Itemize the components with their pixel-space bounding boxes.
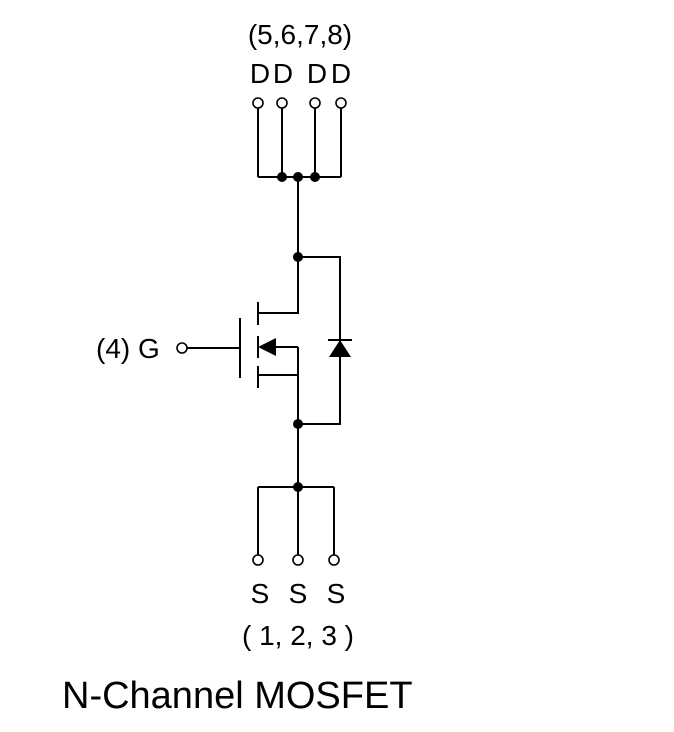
gate-terminal: [176, 342, 188, 354]
source-letter-3: S: [327, 578, 346, 609]
drain-junction-1: [277, 172, 287, 182]
drain-letter-1: D: [250, 58, 270, 89]
source-letters: S S S: [251, 578, 346, 609]
drain-pins-label: (5,6,7,8): [248, 19, 352, 50]
gate-pin-label: (4): [96, 333, 130, 364]
source-leads: [252, 482, 340, 566]
source-pins-label: ( 1, 2, 3 ): [242, 620, 354, 651]
drain-letters: D D D D: [250, 58, 351, 89]
source-terminal-2: [292, 554, 304, 566]
drain-terminal-3: [309, 97, 321, 109]
drain-junction-3: [310, 172, 320, 182]
source-letter-1: S: [251, 578, 270, 609]
source-junction: [293, 482, 303, 492]
mosfet-symbol: [176, 257, 299, 424]
gate-letter: G: [138, 333, 160, 364]
diode-triangle: [329, 340, 351, 357]
drain-letter-4: D: [331, 58, 351, 89]
drain-letter-3: D: [307, 58, 327, 89]
source-terminal-1: [252, 554, 264, 566]
diagram-title: N-Channel MOSFET: [62, 675, 413, 717]
drain-terminal-4: [335, 97, 347, 109]
body-diode: [298, 256, 352, 425]
drain-terminal-2: [276, 97, 288, 109]
drain-terminal-1: [252, 97, 264, 109]
drain-leads: [252, 97, 347, 182]
source-terminal-3: [328, 554, 340, 566]
source-letter-2: S: [289, 578, 308, 609]
drain-letter-2: D: [273, 58, 293, 89]
channel-arrow: [258, 338, 276, 356]
